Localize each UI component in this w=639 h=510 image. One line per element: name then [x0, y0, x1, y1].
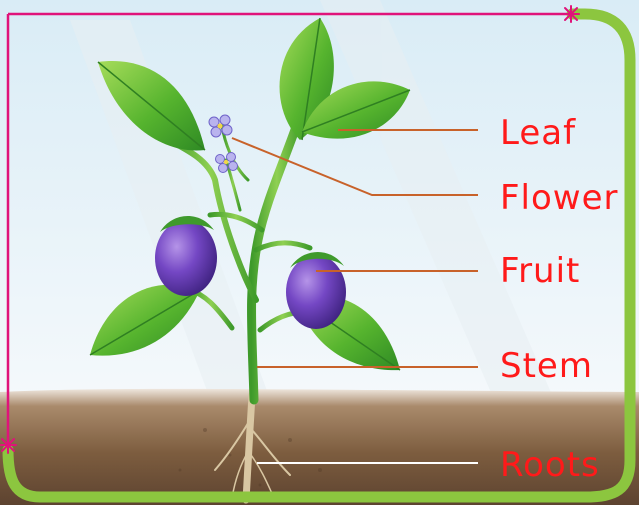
label-leaf: Leaf	[500, 116, 576, 150]
label-stem: Stem	[500, 349, 593, 383]
fruit-right	[286, 255, 346, 329]
fruit-left	[155, 220, 217, 296]
label-roots: Roots	[500, 448, 600, 482]
label-fruit: Fruit	[500, 254, 580, 288]
frame-corner-star-top	[563, 6, 579, 22]
frame-corner-star-left	[0, 437, 16, 453]
flower-lower	[216, 153, 238, 173]
flower-top	[209, 115, 232, 137]
label-flower: Flower	[500, 181, 619, 215]
